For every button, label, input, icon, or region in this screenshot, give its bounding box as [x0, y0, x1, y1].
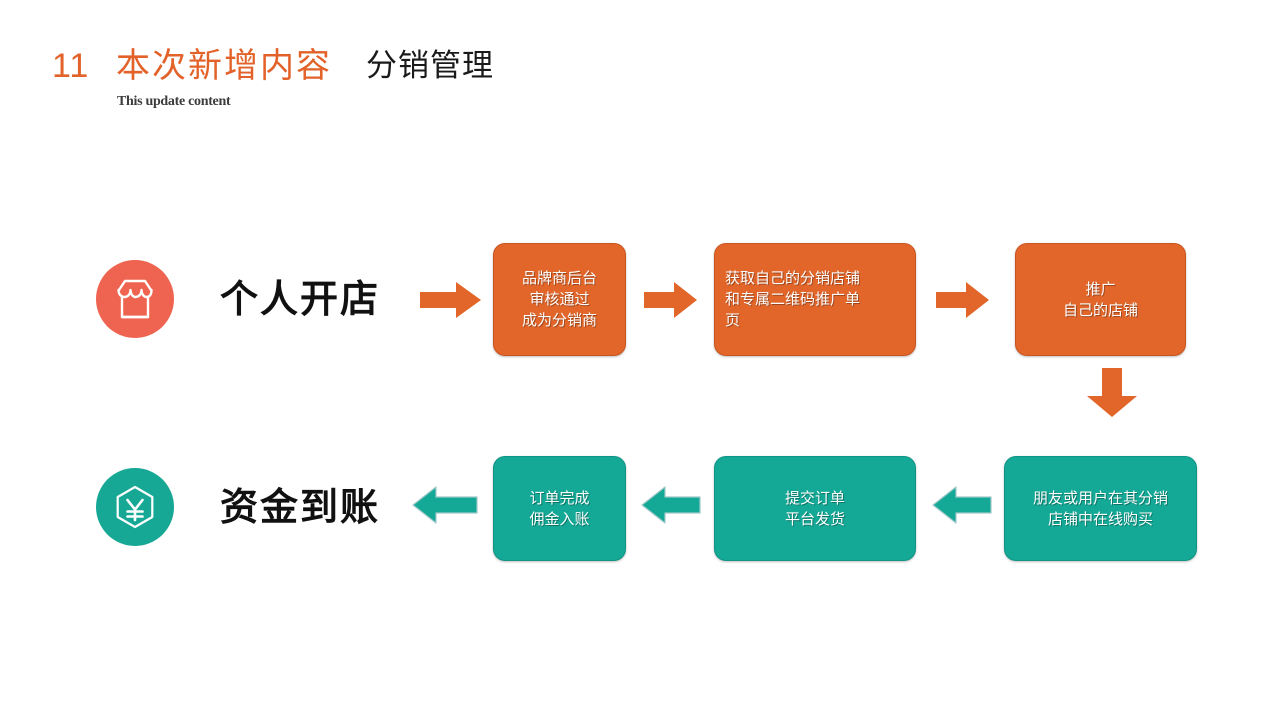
slide-header: 11 本次新增内容 This update content 分销管理 — [0, 0, 1280, 130]
slide-number: 11 — [52, 47, 90, 85]
arrow-right-icon — [420, 281, 482, 319]
arrow-left-icon — [641, 485, 701, 525]
arrow-down-icon — [1086, 368, 1138, 418]
arrow-left-icon — [932, 485, 992, 525]
shop-icon — [96, 260, 174, 338]
flow-step-orange-3[interactable]: 推广 自己的店铺 — [1015, 243, 1186, 356]
flow-step-teal-3[interactable]: 订单完成 佣金入账 — [493, 456, 626, 561]
page-title: 本次新增内容 — [116, 46, 332, 86]
arrow-right-icon — [936, 281, 990, 319]
yuan-hexagon-icon — [96, 468, 174, 546]
flow-step-orange-1[interactable]: 品牌商后台 审核通过 成为分销商 — [493, 243, 626, 356]
flow-step-orange-2[interactable]: 获取自己的分销店铺 和专属二维码推广单 页 — [714, 243, 916, 356]
flow-step-teal-2[interactable]: 提交订单 平台发货 — [714, 456, 916, 561]
arrow-left-icon — [412, 485, 478, 525]
row-label-funds-received: 资金到账 — [220, 485, 381, 529]
section-title: 分销管理 — [366, 48, 494, 84]
arrow-right-icon — [644, 281, 698, 319]
flow-step-teal-1[interactable]: 朋友或用户在其分销 店铺中在线购买 — [1004, 456, 1197, 561]
row-label-open-shop: 个人开店 — [220, 277, 381, 321]
page-subtitle: This update content — [117, 94, 231, 109]
